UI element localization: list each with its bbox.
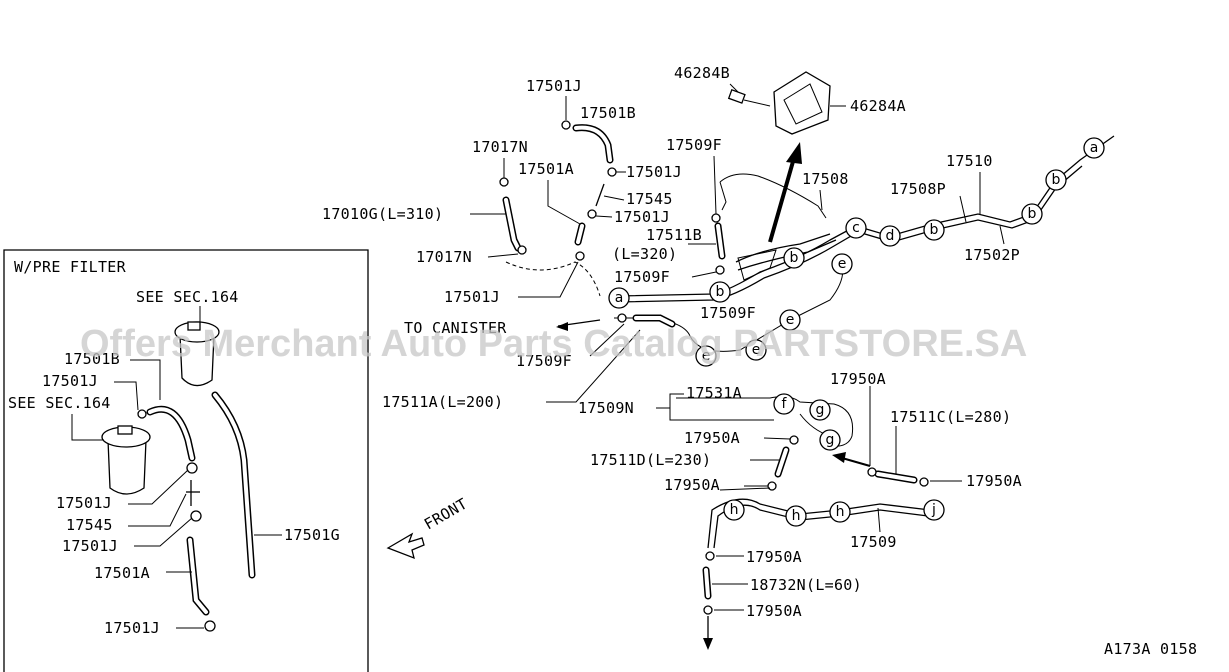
label-17511D: 17511D(L=230) <box>590 451 711 469</box>
callout-b-3: b <box>930 222 939 238</box>
label-17545: 17545 <box>626 190 673 208</box>
label-see-sec-164-lower: SEE SEC.164 <box>8 394 111 412</box>
callout-e-3: e <box>752 342 761 358</box>
callout-h-1: h <box>730 502 739 518</box>
label-17010G: 17010G(L=310) <box>322 205 443 223</box>
label-17511B-length: (L=320) <box>612 245 677 263</box>
label-17950A-f: 17950A <box>746 602 802 620</box>
label-17501J-c: 17501J <box>614 208 670 226</box>
callout-g-2: g <box>826 432 835 448</box>
label-17501J-b: 17501J <box>626 163 682 181</box>
pre-filter-lower <box>101 425 151 495</box>
label-inset-17501J-d: 17501J <box>104 619 160 637</box>
label-17950A-a: 17950A <box>830 370 886 388</box>
main-assembly: a b b c d b b b a e e e e f g g h h h j … <box>322 64 1115 650</box>
label-see-sec-164-upper: SEE SEC.164 <box>136 288 239 306</box>
bracket-46284A <box>773 71 831 135</box>
label-17511C: 17511C(L=280) <box>890 408 1011 426</box>
label-17509F-c: 17509F <box>700 304 756 322</box>
label-17017N-b: 17017N <box>416 248 472 266</box>
label-46284A: 46284A <box>850 97 906 115</box>
callout-h-2: h <box>792 508 801 524</box>
front-arrow: FRONT <box>386 495 470 560</box>
label-inset-17501J-b: 17501J <box>56 494 112 512</box>
label-front: FRONT <box>421 495 470 534</box>
label-17509N: 17509N <box>578 399 634 417</box>
label-17509F-a: 17509F <box>666 136 722 154</box>
label-inset-17501J-c: 17501J <box>62 537 118 555</box>
label-17950A-c: 17950A <box>966 472 1022 490</box>
callout-a-1: a <box>615 290 624 306</box>
label-inset-17501A: 17501A <box>94 564 150 582</box>
label-17501B: 17501B <box>580 104 636 122</box>
label-17501J-a: 17501J <box>526 77 582 95</box>
label-17501A: 17501A <box>518 160 574 178</box>
label-17509: 17509 <box>850 533 897 551</box>
callout-e-2: e <box>786 312 795 328</box>
label-18732N: 18732N(L=60) <box>750 576 862 594</box>
callout-c: c <box>852 220 860 236</box>
label-to-canister: TO CANISTER <box>404 319 507 337</box>
label-17017N-a: 17017N <box>472 138 528 156</box>
label-17511A: 17511A(L=200) <box>382 393 503 411</box>
callouts: a b b c d b b b a e e e e f g g h h h j <box>608 137 1105 527</box>
watermark: Offers Merchant Auto Parts Catalog PARTS… <box>80 323 1027 365</box>
callout-d: d <box>886 228 895 244</box>
callout-j: j <box>931 502 936 518</box>
pre-filter-inset: W/PRE FILTER SEE SEC.164 17501B <box>3 249 369 672</box>
figure-code: A173A 0158 <box>1104 640 1197 658</box>
inset-title: W/PRE FILTER <box>14 258 127 276</box>
callout-b-4: b <box>1028 206 1037 222</box>
label-46284B: 46284B <box>674 64 730 82</box>
label-17511B: 17511B <box>646 226 702 244</box>
callout-b-1: b <box>716 284 725 300</box>
callout-e-4: e <box>702 348 711 364</box>
label-inset-17501G: 17501G <box>284 526 340 544</box>
callout-b-2: b <box>790 250 799 266</box>
pre-filter-upper <box>174 321 220 387</box>
inset-frame <box>3 249 369 672</box>
callout-a-2: a <box>1090 140 1099 156</box>
label-17508P: 17508P <box>890 180 946 198</box>
label-inset-17545: 17545 <box>66 516 113 534</box>
label-17950A-e: 17950A <box>746 548 802 566</box>
label-17531A: 17531A <box>686 384 742 402</box>
label-17509F-b: 17509F <box>614 268 670 286</box>
callout-b-5: b <box>1052 172 1061 188</box>
label-17950A-b: 17950A <box>684 429 740 447</box>
callout-e-1: e <box>838 256 847 272</box>
label-17510: 17510 <box>946 152 993 170</box>
label-inset-17501J-a: 17501J <box>42 372 98 390</box>
label-17950A-d: 17950A <box>664 476 720 494</box>
callout-g-1: g <box>816 402 825 418</box>
label-17508: 17508 <box>802 170 849 188</box>
label-17509F-d: 17509F <box>516 352 572 370</box>
label-17502P: 17502P <box>964 246 1020 264</box>
callout-f: f <box>782 396 788 412</box>
label-inset-17501B: 17501B <box>64 350 120 368</box>
callout-h-3: h <box>836 504 845 520</box>
label-17501J-d: 17501J <box>444 288 500 306</box>
